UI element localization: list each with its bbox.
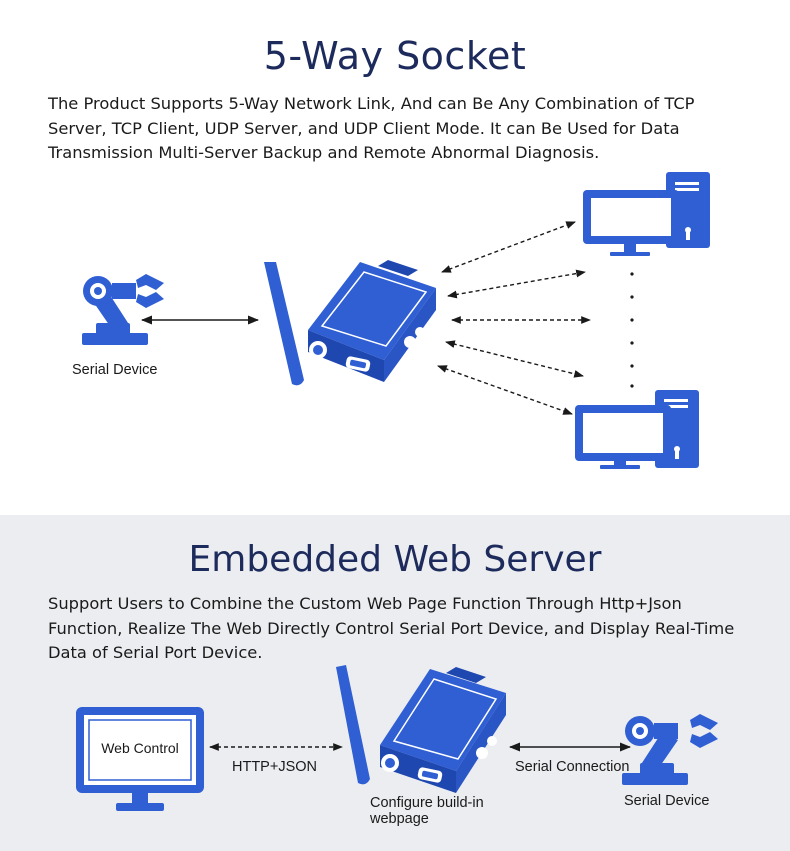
- section-5-way-socket: 5-Way Socket The Product Supports 5-Way …: [48, 34, 710, 469]
- configure-label-line1: Configure build-in: [370, 795, 484, 811]
- http-json-label: HTTP+JSON: [232, 759, 317, 775]
- configure-label-line2: webpage: [369, 811, 429, 827]
- network-diagram: Serial Device: [72, 172, 710, 469]
- section2-title: Embedded Web Server: [188, 539, 602, 580]
- serial-server-device-icon-2: [336, 665, 506, 793]
- web-server-diagram: Web Control HTTP+JSON Configure build-in…: [76, 665, 718, 827]
- serial-device-label-2: Serial Device: [624, 793, 709, 809]
- section-embedded-web-server: Embedded Web Server Support Users to Com…: [0, 515, 790, 851]
- socket-links: [437, 221, 591, 415]
- serial-server-device-icon: [264, 260, 436, 386]
- monitor-icon: [76, 707, 204, 811]
- robot-arm-icon-2: [622, 714, 718, 785]
- computer-icon-bottom: [575, 390, 699, 469]
- serial-device-label-1: Serial Device: [72, 362, 157, 378]
- computer-icon-top: [583, 172, 710, 256]
- web-control-label: Web Control: [101, 740, 179, 756]
- serial-connection-label: Serial Connection: [515, 759, 629, 775]
- more-servers-dots: [630, 272, 634, 388]
- section2-description: Support Users to Combine the Custom Web …: [48, 594, 735, 662]
- section1-description: The Product Supports 5-Way Network Link,…: [48, 94, 695, 162]
- section1-title: 5-Way Socket: [263, 34, 527, 78]
- robot-arm-icon: [82, 274, 164, 345]
